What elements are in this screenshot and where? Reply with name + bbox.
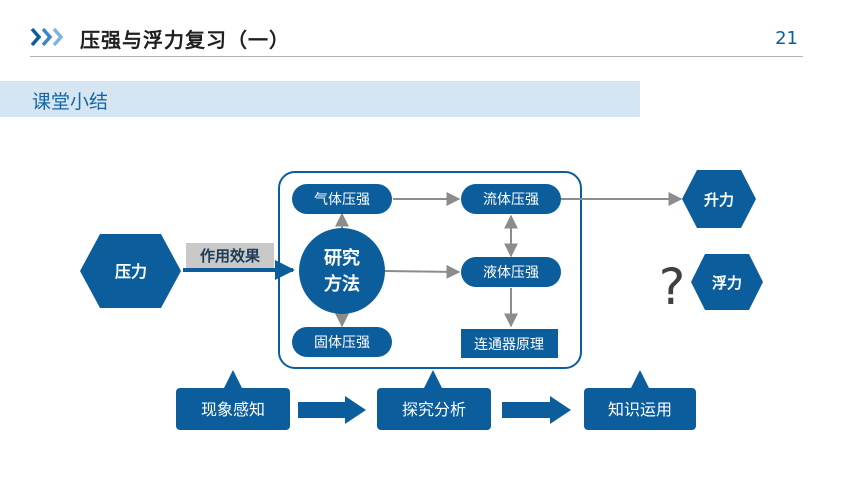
step2-box (377, 388, 491, 430)
step1-box (176, 388, 290, 430)
effect-label: 作用效果 (200, 247, 261, 265)
fluid-pressure-label: 流体压强 (483, 192, 539, 208)
step2-label: 探究分析 (402, 400, 466, 419)
pressure-hexagon (80, 234, 181, 308)
flow-arrow-1 (298, 396, 366, 424)
liquid-pressure-label: 液体压强 (483, 265, 539, 281)
chevrons-icon (30, 27, 64, 47)
solid-pressure-pill (292, 327, 392, 357)
step1-pointer (224, 370, 242, 388)
page-title: 压强与浮力复习（一） (80, 28, 290, 52)
step1-label: 现象感知 (201, 400, 265, 419)
method-label-line1: 研究 (324, 247, 360, 269)
method-circle (299, 228, 385, 314)
connected-vessel-label: 连通器原理 (474, 337, 544, 353)
buoyancy-label: 浮力 (712, 274, 742, 292)
connected-vessel-box (461, 329, 558, 358)
solid-pressure-label: 固体压强 (314, 335, 370, 351)
step3-label: 知识运用 (608, 400, 672, 419)
flow-arrow-2 (502, 396, 571, 424)
pressure-label: 压力 (115, 262, 147, 281)
step3-pointer (631, 370, 649, 388)
lift-label: 升力 (704, 191, 734, 209)
liquid-pressure-pill (461, 257, 561, 287)
lift-hexagon (682, 170, 756, 228)
section-title: 课堂小结 (32, 91, 109, 113)
question-mark: ? (659, 258, 686, 316)
page-number: 21 (775, 28, 798, 49)
step2-pointer (424, 370, 442, 388)
buoyancy-hexagon (691, 254, 763, 310)
method-label-line2: 方法 (324, 273, 360, 295)
arrow-method-to-liquid (383, 264, 461, 279)
header-divider (30, 56, 803, 57)
effect-label-bg (186, 243, 274, 268)
fluid-pressure-pill (461, 184, 561, 214)
section-banner (0, 81, 640, 117)
gas-pressure-label: 气体压强 (314, 192, 370, 208)
gas-pressure-pill (292, 184, 392, 214)
step3-box (584, 388, 696, 430)
